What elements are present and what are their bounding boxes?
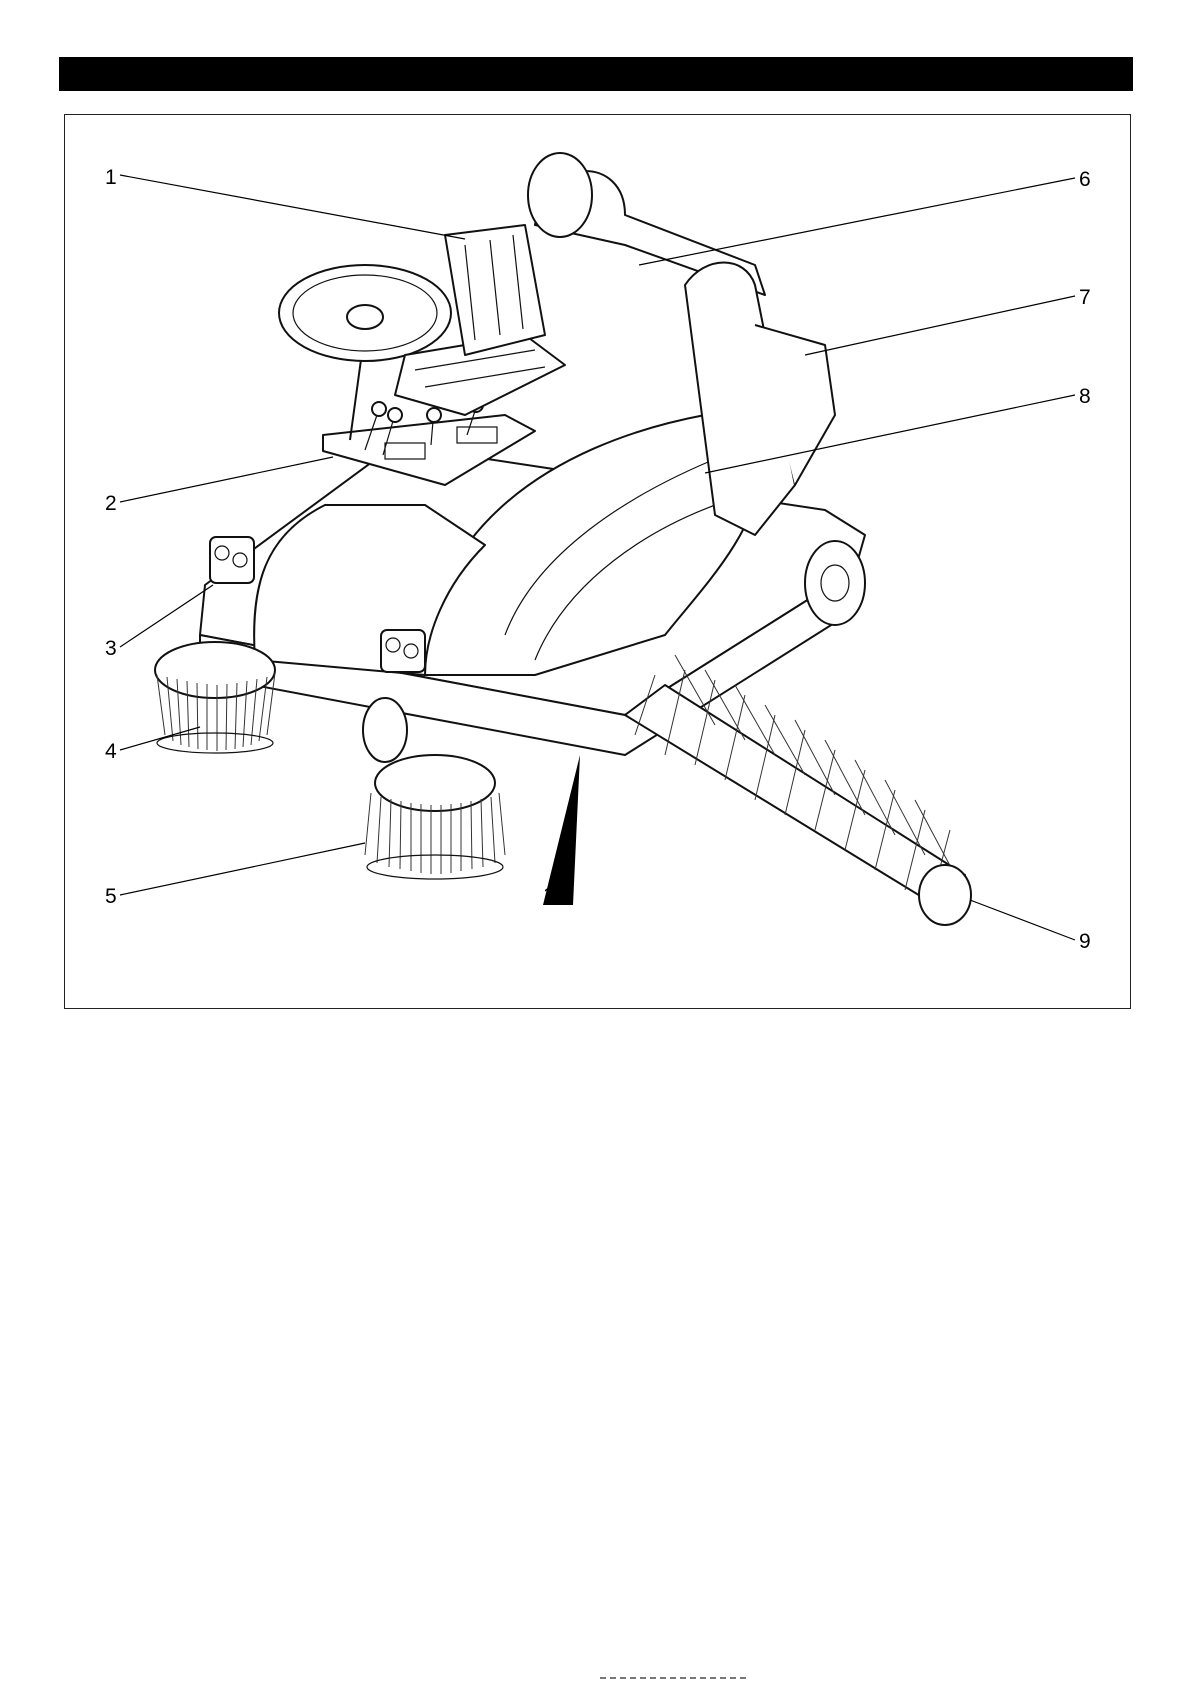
callout-2: 2 <box>105 492 117 515</box>
sweeper-illustration: 1 2 3 4 5 6 7 8 9 10 <box>65 115 1132 1010</box>
callout-1: 1 <box>105 166 117 189</box>
callout-9: 9 <box>1079 930 1091 953</box>
figure-frame: 1 2 3 4 5 6 7 8 9 10 <box>64 114 1131 1009</box>
callout-3: 3 <box>105 637 117 660</box>
callout-10: 10 <box>543 884 566 907</box>
callout-5: 5 <box>105 885 117 908</box>
callout-6: 6 <box>1079 168 1091 191</box>
callout-4: 4 <box>105 740 117 763</box>
header-bar <box>59 57 1133 91</box>
roller-brush <box>625 655 971 925</box>
callout-7: 7 <box>1079 286 1091 309</box>
marker-10-wedge <box>543 755 580 905</box>
footer-rule <box>600 1677 750 1679</box>
callout-8: 8 <box>1079 385 1091 408</box>
